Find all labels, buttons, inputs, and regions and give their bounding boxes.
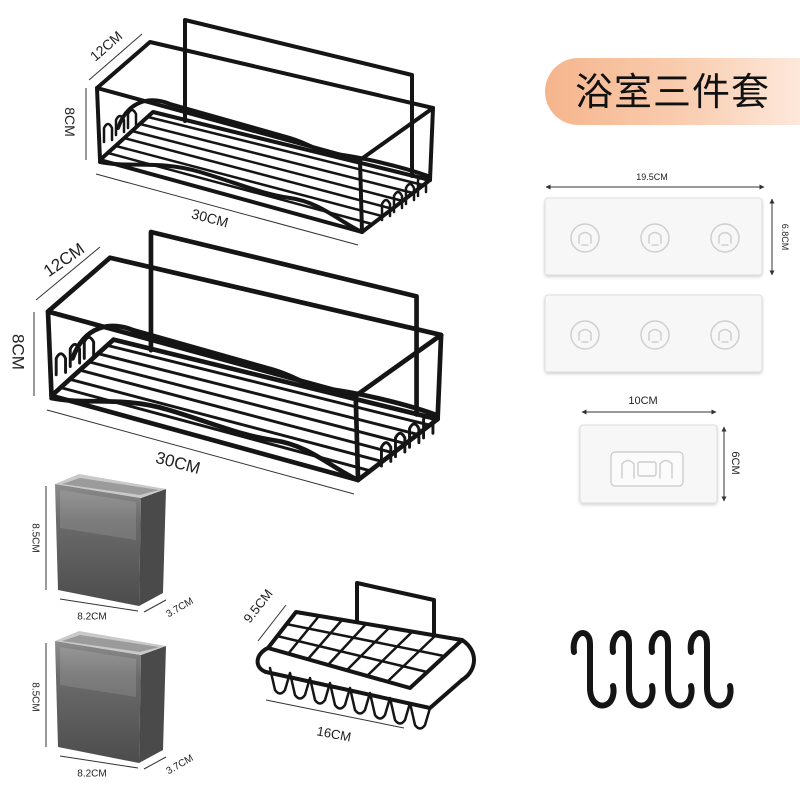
s-hook-icon [652, 633, 692, 706]
pad-large-height-label: 6.8CM [780, 224, 790, 251]
pad-small-width-label: 10CM [628, 395, 657, 407]
cup-1-width-label: 8.2CM [77, 612, 106, 623]
hook-mount-icon [640, 223, 670, 253]
s-hook-icon [613, 633, 653, 706]
soap-dish-back-handle [355, 581, 436, 637]
soap-dish [255, 581, 476, 730]
cup-2-depth-label: 3.7CM [164, 753, 195, 777]
soap-dish-depth-label: 9.5CM [240, 586, 275, 625]
shelf-bottom [48, 232, 441, 480]
cup-1-depth-line [143, 599, 167, 613]
pad-large-width-label: 19.5CM [636, 172, 668, 182]
clear-hook-center [637, 461, 657, 477]
soap-dish-depth-line [257, 604, 287, 642]
shelf-left-loops [102, 108, 138, 144]
shelf-bottom-width-label: 30CM [154, 448, 203, 478]
pad-small-height-label: 6CM [729, 451, 741, 474]
shelf-bottom-height-label: 8CM [9, 334, 28, 370]
shelf-bottom-depth-label: 12CM [40, 239, 88, 281]
adhesive-pad-large-second [545, 295, 762, 372]
cup-1-depth-label: 3.7CM [164, 596, 195, 620]
shelf-bottom-width-line [46, 409, 355, 495]
shelf-top-height-label: 8CM [62, 107, 78, 137]
cup-2-width-label: 8.2CM [77, 769, 106, 780]
shelf-back-frame [183, 18, 414, 178]
soap-dish-grid [275, 614, 446, 684]
shelf-top-depth-label: 12CM [87, 28, 126, 65]
hook-mount-icon [570, 223, 600, 253]
cup-front-face [55, 484, 141, 606]
cup-side-face [139, 489, 166, 606]
storage-cup [55, 474, 166, 606]
cup-2-depth-line [143, 756, 167, 770]
s-hook-icon [574, 633, 614, 706]
cup-1-width-line [59, 598, 139, 612]
s-hooks [574, 633, 731, 706]
shelf-back-rail [116, 98, 430, 178]
adhesive-pad-large [544, 197, 763, 276]
soap-dish-width-line [265, 699, 405, 729]
cup-2-width-line [59, 755, 139, 769]
hook-mount-icon [710, 223, 740, 253]
s-hook-icon [691, 633, 731, 706]
cup-2-height-label: 8.5CM [30, 682, 41, 711]
shelf-slats [106, 115, 425, 226]
soap-dish-front-rail [264, 670, 464, 710]
page-title: 浴室三件套 [574, 69, 770, 114]
soap-dish-width-label: 16CM [316, 723, 353, 744]
soap-dish-loops [268, 666, 432, 730]
hook-mount-icon [621, 459, 673, 479]
shelf-right-loops [380, 174, 428, 222]
shelf-top [95, 18, 435, 234]
adhesive-pad-body [544, 197, 763, 276]
shelf-bottom-depth-line [35, 246, 101, 301]
cup-opening [62, 478, 159, 495]
shelf-top-depth-line [88, 33, 143, 81]
adhesive-pad-small [579, 424, 718, 504]
cup-highlight [60, 490, 136, 540]
storage-cup-second [55, 631, 166, 763]
cup-1-height-label: 8.5CM [30, 523, 41, 552]
shelf-top-width-line [95, 173, 359, 246]
shelf-tray-outline [98, 110, 432, 234]
title-badge: 浴室三件套 [545, 58, 800, 125]
soap-dish-side-handles [255, 638, 476, 682]
